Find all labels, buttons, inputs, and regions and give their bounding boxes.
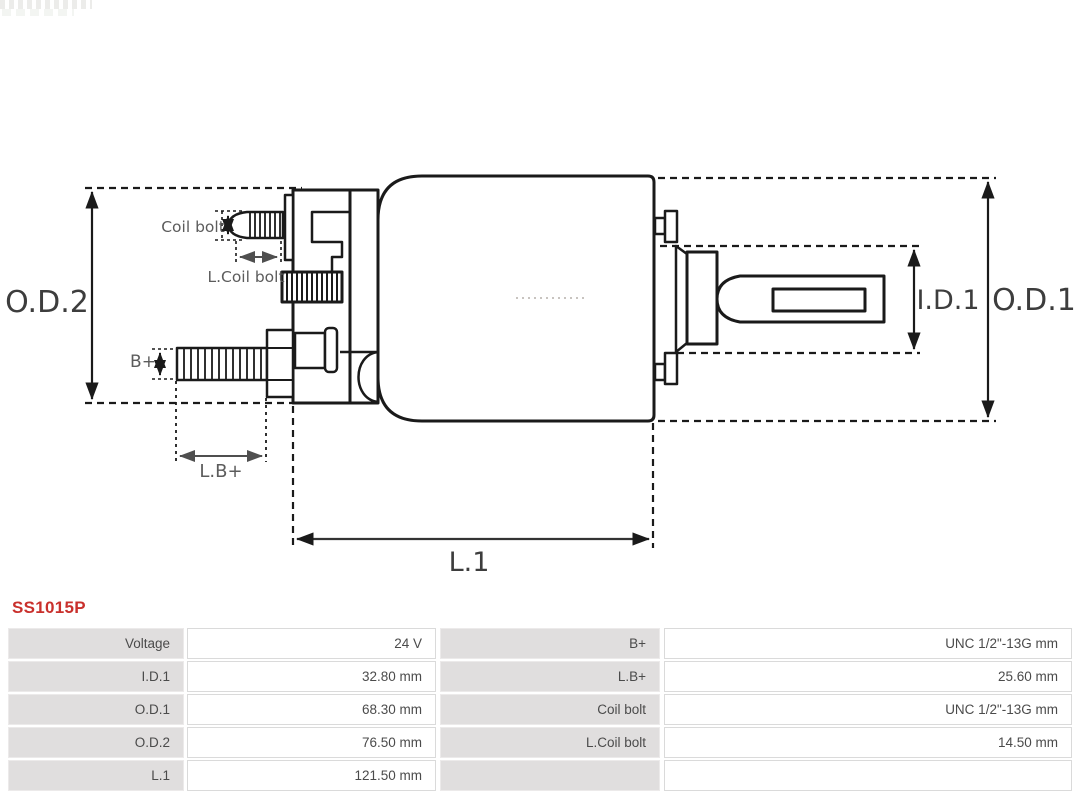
od1-dimension: O.D.1	[658, 176, 1076, 423]
od2-label: O.D.2	[5, 285, 89, 320]
lb-plus-dimension: L.B+	[175, 381, 267, 482]
b-plus-nut	[265, 328, 295, 399]
spec-label: O.D.2	[8, 727, 184, 758]
od2-dimension: O.D.2	[5, 186, 302, 405]
spec-label: Voltage	[8, 628, 184, 659]
spec-value: 68.30 mm	[187, 694, 436, 725]
body-end-plate	[348, 188, 380, 405]
l-coil-bolt-label: L.Coil bolt	[207, 268, 284, 286]
terminal-tab-top	[653, 209, 679, 244]
coil-bolt-label: Coil bolt	[161, 218, 225, 236]
coil-thread-hatch	[286, 273, 338, 301]
spec-value: 14.50 mm	[664, 727, 1072, 758]
od1-label: O.D.1	[992, 283, 1076, 318]
spec-value: 76.50 mm	[187, 727, 436, 758]
spec-value: 32.80 mm	[187, 661, 436, 692]
b-plus-bolt-threads	[175, 346, 269, 382]
spec-row-voltage: Voltage 24 V B+ UNC 1/2"-13G mm	[8, 628, 1072, 659]
partial-logo-watermark-2	[2, 9, 74, 16]
spec-value: 24 V	[187, 628, 436, 659]
id1-label: I.D.1	[916, 285, 979, 316]
b-plus-nut-lines	[267, 347, 293, 381]
spec-row-od2: O.D.2 76.50 mm L.Coil bolt 14.50 mm	[8, 727, 1072, 758]
spec-value: UNC 1/2"-13G mm	[664, 628, 1072, 659]
l-coil-bolt-dimension: L.Coil bolt	[207, 241, 285, 286]
coil-bolt-plate	[283, 193, 295, 262]
b-plus-collar	[293, 331, 327, 370]
spec-label-empty	[440, 760, 660, 791]
solenoid-part-outline	[175, 174, 886, 423]
spec-value: 121.50 mm	[187, 760, 436, 791]
plunger-slot	[771, 287, 867, 313]
spec-value: 25.60 mm	[664, 661, 1072, 692]
b-plus-dimension: B+	[130, 348, 176, 380]
partial-logo-watermark	[0, 0, 92, 9]
spec-row-l1: L.1 121.50 mm	[8, 760, 1072, 791]
lb-plus-label: L.B+	[199, 461, 242, 482]
terminal-tab-bottom	[653, 351, 679, 386]
b-plus-washer	[323, 326, 339, 374]
spec-label: L.1	[8, 760, 184, 791]
flange-arc-notch	[340, 350, 379, 404]
spec-row-id1: I.D.1 32.80 mm L.B+ 25.60 mm	[8, 661, 1072, 692]
flange-step-detail	[310, 210, 350, 272]
part-number-title: SS1015P	[12, 598, 86, 617]
spec-label: Coil bolt	[440, 694, 660, 725]
spec-label: I.D.1	[8, 661, 184, 692]
coil-bolt-dimension: Coil bolt	[161, 210, 242, 241]
l1-label: L.1	[449, 547, 490, 578]
plunger-collar	[685, 250, 719, 346]
b-plus-label: B+	[130, 352, 156, 372]
spec-label: L.B+	[440, 661, 660, 692]
l1-dimension: L.1	[291, 406, 655, 578]
solenoid-technical-drawing: O.D.2 O.D.1 I.D.1 L.1 L.B+	[5, 174, 1076, 578]
spec-row-od1: O.D.1 68.30 mm Coil bolt UNC 1/2"-13G mm	[8, 694, 1072, 725]
spec-label: B+	[440, 628, 660, 659]
spec-value-empty	[664, 760, 1072, 791]
coil-bolt-thread-hatch	[249, 213, 281, 237]
spec-label: L.Coil bolt	[440, 727, 660, 758]
spec-value: UNC 1/2"-13G mm	[664, 694, 1072, 725]
b-plus-thread-hatch	[183, 349, 262, 379]
spec-label: O.D.1	[8, 694, 184, 725]
spec-table: Voltage 24 V B+ UNC 1/2"-13G mm I.D.1 32…	[8, 628, 1072, 793]
id1-dimension: I.D.1	[660, 244, 980, 355]
plunger-boot	[674, 244, 689, 354]
